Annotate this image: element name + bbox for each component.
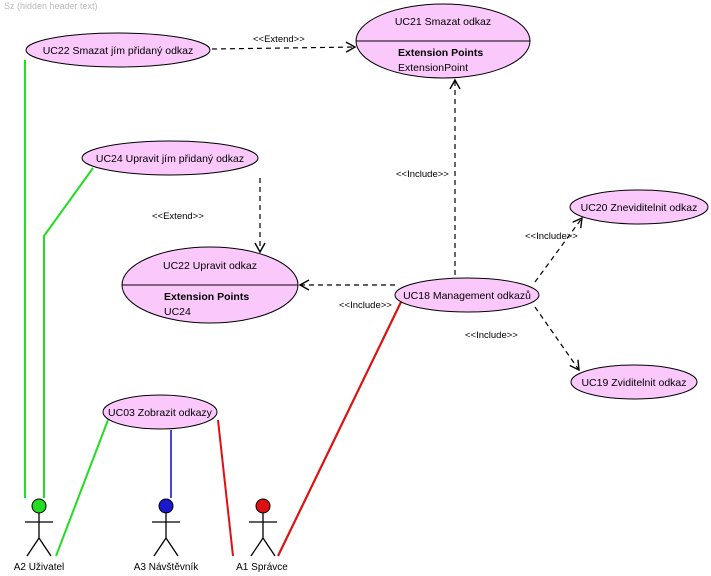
label-include-uc21: <<Include>> <box>396 169 449 180</box>
usecase-label: UC20 Zneviditelnit odkaz <box>581 202 698 214</box>
usecase-uc22-upravit[interactable]: UC22 Upravit odkaz Extension Points UC24 <box>121 246 299 324</box>
usecase-uc24-upravit[interactable]: UC24 Upravit jím přidaný odkaz <box>81 140 259 176</box>
label-include-uc19: <<Include>> <box>465 330 518 341</box>
label-extend-top: <<Extend>> <box>253 34 305 45</box>
usecase-uc20-zneviditelnit[interactable]: UC20 Zneviditelnit odkaz <box>569 189 709 225</box>
include-uc18-to-uc19 <box>534 306 580 372</box>
usecase-label: UC24 Upravit jím přidaný odkaz <box>96 153 244 165</box>
usecase-label: UC22 Upravit odkaz <box>163 260 257 272</box>
usecase-uc18-management[interactable]: UC18 Management odkazů <box>394 277 540 313</box>
actors: A2 Uživatel A3 Návštěvník A1 Správce <box>14 498 288 573</box>
extension-points-title: Extension Points <box>398 47 483 59</box>
associations <box>24 60 402 557</box>
extension-points-title: Extension Points <box>164 291 249 303</box>
assoc-a1-uc18-management <box>277 301 402 557</box>
actor-head <box>255 498 271 514</box>
extension-point-item: UC24 <box>164 306 191 318</box>
usecase-label: UC22 Smazat jím přidaný odkaz <box>43 45 194 57</box>
actor-label: A3 Návštěvník <box>134 562 199 573</box>
actor-head <box>158 498 174 514</box>
usecase-label: UC21 Smazat odkaz <box>395 16 491 28</box>
usecase-uc19-zviditelnit[interactable]: UC19 Zviditelnit odkaz <box>570 364 698 400</box>
usecase-label: UC18 Management odkazů <box>403 290 531 302</box>
dependency-labels: <<Extend>> <<Include>> <<Extend>> <<Incl… <box>152 34 578 341</box>
actor-label: A1 Správce <box>236 562 288 573</box>
assoc-a1-uc03-zobrazit <box>217 419 234 557</box>
assoc-a2-uc03-zobrazit <box>55 419 109 557</box>
usecase-label: UC19 Zviditelnit odkaz <box>581 377 686 389</box>
diagram-header: Sz (hidden header text) <box>4 1 98 11</box>
actor-a2-user[interactable]: A2 Uživatel <box>14 498 65 573</box>
usecase-uc03-zobrazit[interactable]: UC03 Zobrazit odkazy <box>102 394 218 430</box>
label-include-uc22: <<Include>> <box>339 300 392 311</box>
actor-label: A2 Uživatel <box>14 562 65 573</box>
usecase-uc22-smazat[interactable]: UC22 Smazat jím přidaný odkaz <box>25 32 211 68</box>
label-extend-uc22: <<Extend>> <box>152 211 204 222</box>
extend-uc22smazat-to-uc21 <box>211 41 357 53</box>
actor-a3-visitor[interactable]: A3 Návštěvník <box>134 498 199 573</box>
use-cases: UC22 Smazat jím přidaný odkaz UC21 Smaza… <box>25 3 709 430</box>
assoc-a2-uc24-upravit <box>43 167 94 498</box>
actor-head <box>31 498 47 514</box>
label-include-uc20: <<Include>> <box>525 231 578 242</box>
usecase-uc21-smazat[interactable]: UC21 Smazat odkaz Extension Points Exten… <box>355 3 531 79</box>
usecase-label: UC03 Zobrazit odkazy <box>108 407 213 419</box>
dependencies <box>211 41 583 372</box>
actor-a1-admin[interactable]: A1 Správce <box>236 498 288 573</box>
extension-point-item: ExtensionPoint <box>398 62 468 74</box>
include-uc18-to-uc20 <box>534 216 583 283</box>
